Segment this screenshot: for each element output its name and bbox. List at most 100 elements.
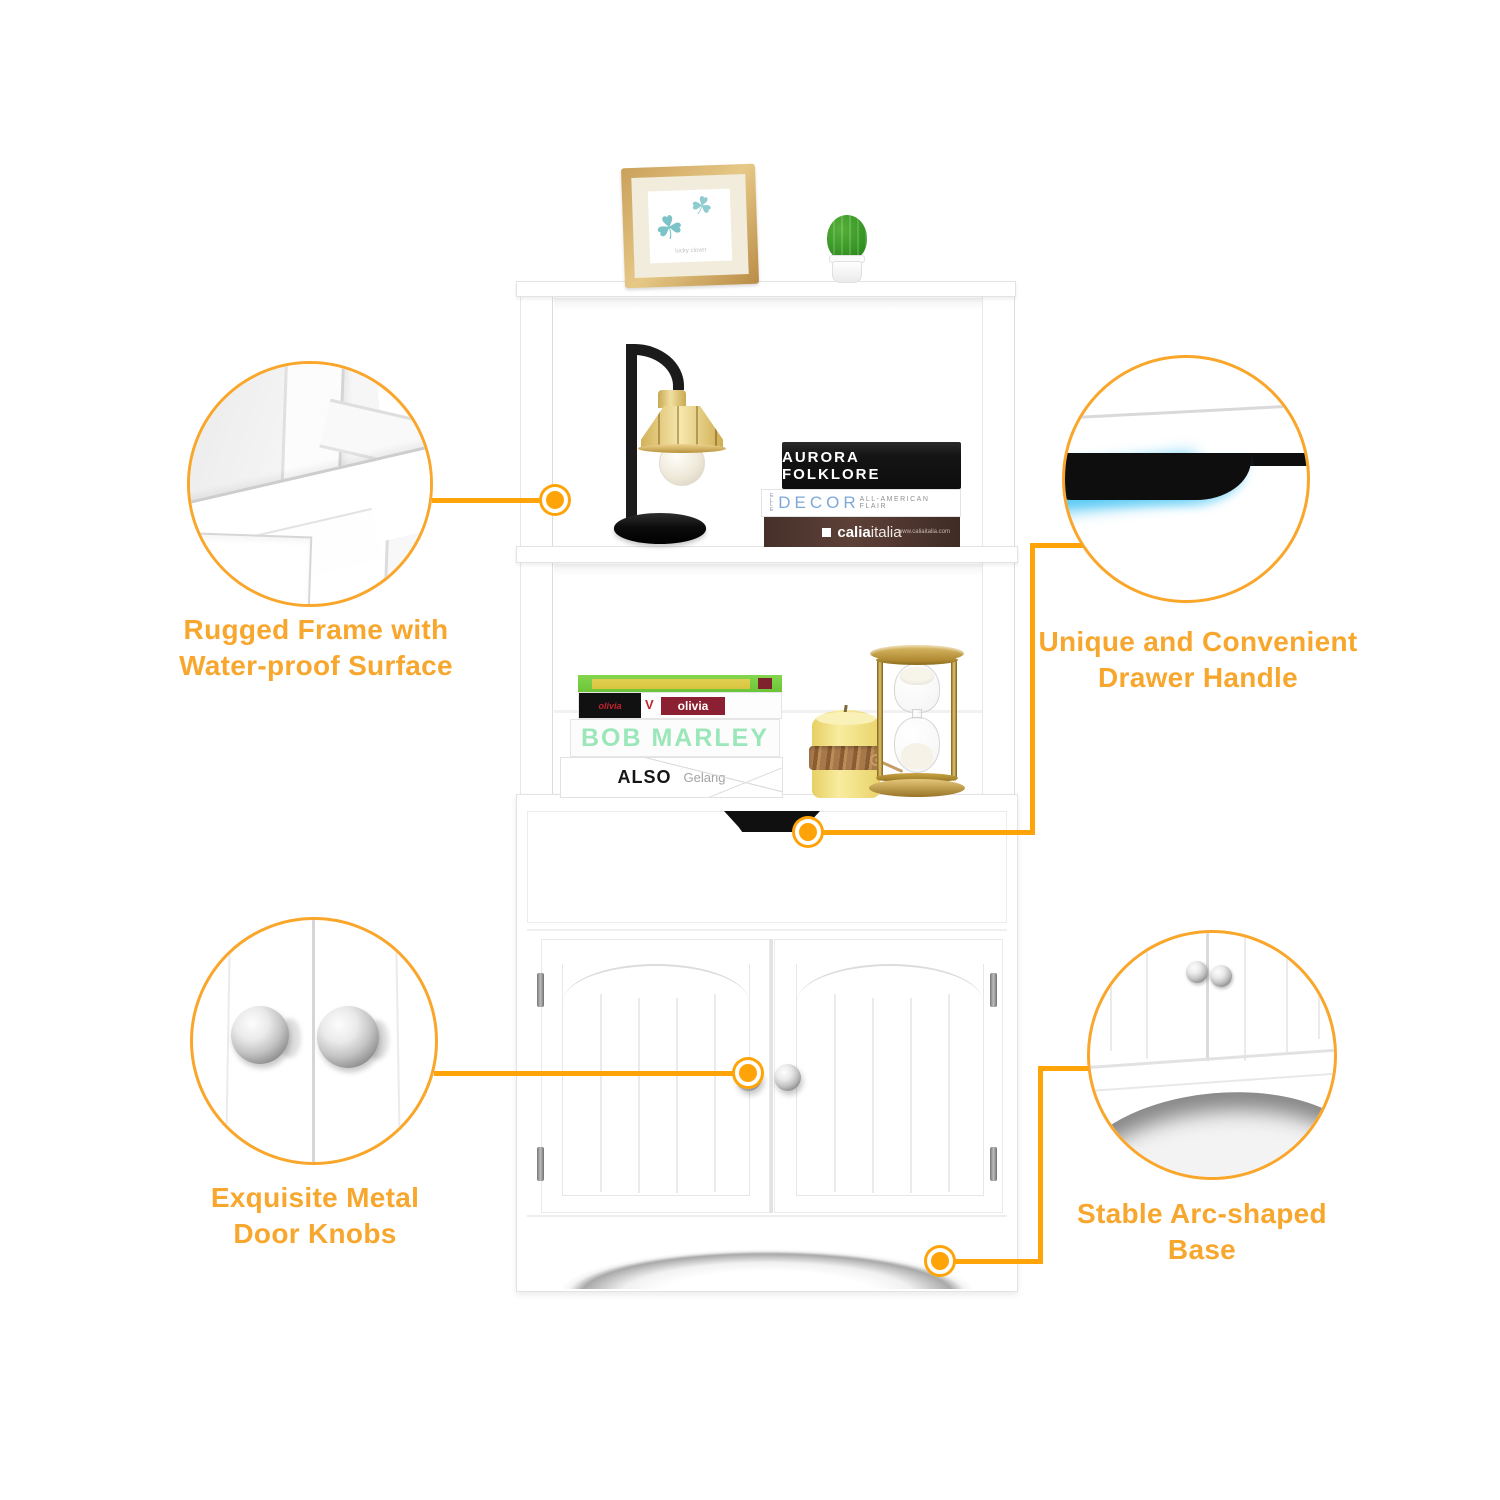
- door-left-arch: [563, 964, 749, 1002]
- hinge-bottom-right: [990, 1147, 997, 1181]
- plinth-divider: [527, 1215, 1007, 1217]
- lamp-shade-rim: [638, 444, 726, 453]
- door-left-bead: [600, 994, 602, 1192]
- book-olivia-logo: olivia: [598, 700, 622, 711]
- callout-circle-door-knobs: [190, 917, 438, 1165]
- candle: [809, 704, 904, 798]
- book-decor-title: DECOR: [778, 493, 860, 512]
- door-left-bead: [676, 998, 678, 1193]
- connector-top-right-h1: [808, 830, 1035, 835]
- candle-top: [816, 712, 876, 725]
- hinge-top-left: [537, 973, 544, 1007]
- hourglass-pillar-right: [951, 659, 957, 781]
- detail-bead-right: [394, 920, 402, 1162]
- connector-top-left: [432, 498, 555, 503]
- drawer-divider: [527, 929, 1007, 931]
- label-line: Base: [1167, 1234, 1237, 1265]
- connector-top-right-v: [1030, 543, 1035, 835]
- door-left-bead: [638, 998, 640, 1193]
- book-olivia-label: olivia: [677, 699, 709, 713]
- cactus-ribs: [827, 215, 867, 261]
- book-elle-decor: ELLE DECOR ALL-AMERICAN FLAIR: [761, 489, 961, 517]
- detail-door-gap: [1206, 933, 1209, 1061]
- connector-dot-bottom-left: [735, 1060, 761, 1086]
- book-calia-square: [822, 527, 832, 537]
- detail-knob-left: [231, 1006, 289, 1064]
- connector-bottom-left: [434, 1071, 748, 1076]
- label-line: Unique and Convenient: [1038, 626, 1358, 657]
- detail-bead: [1110, 933, 1112, 1051]
- door-left-panel: [562, 964, 750, 1196]
- book-olivia-label-box: olivia: [661, 697, 725, 715]
- callout-circle-arc-base: [1087, 930, 1337, 1180]
- label-line: Water-proof Surface: [179, 650, 453, 681]
- detail-drawer-corner: [190, 531, 313, 604]
- lamp-base: [614, 513, 706, 544]
- lamp-shade-neck: [658, 390, 686, 408]
- book-calia-light: italia: [870, 523, 902, 541]
- hutch2-side-right: [982, 563, 1015, 796]
- book-olivia-spine: olivia V olivia: [578, 692, 782, 719]
- door-right-bead: [834, 994, 836, 1192]
- connector-top-right-h2: [1035, 543, 1083, 548]
- door-knob-right: [774, 1064, 801, 1091]
- detail-knob-right: [317, 1006, 379, 1068]
- book-olivia-mark: V: [645, 697, 654, 712]
- door-right-bead: [872, 998, 874, 1193]
- book-bob-marley: BOB MARLEY: [570, 719, 780, 757]
- hinge-bottom-left: [537, 1147, 544, 1181]
- book-aurora-title: AURORA FOLKLORE: [782, 448, 881, 483]
- clover-icon: ☘: [651, 206, 688, 249]
- callout-circle-frame-surface: [187, 361, 433, 607]
- connector-bottom-right-v: [1038, 1066, 1043, 1264]
- connector-dot-bottom-right: [927, 1248, 953, 1274]
- label-line: Door Knobs: [233, 1218, 397, 1249]
- book-also-gelang: ALSO Gelang: [560, 757, 783, 798]
- table-lamp-arm: [626, 344, 684, 390]
- detail-bead-left: [224, 920, 232, 1162]
- book-decor-brand: ELLE: [770, 493, 774, 513]
- cabinet-middle-shelf: [516, 546, 1018, 563]
- book-caliaitalia: calia italia www.caliaitalia.com: [764, 517, 960, 547]
- connector-bottom-right-h2: [1043, 1066, 1090, 1071]
- door-left-bead: [714, 994, 716, 1192]
- hinge-top-right: [990, 973, 997, 1007]
- connector-dot-top-left: [542, 487, 568, 513]
- book-olivia: olivia V olivia: [578, 675, 782, 719]
- door-right-bead: [948, 994, 950, 1192]
- detail-door-gap: [312, 920, 315, 1162]
- book-olivia-logo-block: olivia: [579, 693, 641, 718]
- door-gap: [770, 939, 773, 1213]
- detail-arc-shadow: [1090, 1080, 1334, 1177]
- book-also-title: ALSO: [615, 767, 674, 788]
- hourglass-top-disc: [870, 645, 964, 662]
- cactus-plant: [827, 215, 867, 261]
- book-olivia-cover-tab: [758, 678, 772, 689]
- hourglass: [869, 645, 965, 797]
- label-line: Rugged Frame with: [183, 614, 449, 645]
- connector-bottom-right-h1: [940, 1259, 1043, 1264]
- hutch-inner-shadow-1: [554, 298, 982, 310]
- lamp-shade-cage: [641, 406, 723, 448]
- callout-label-drawer-handle: Unique and Convenient Drawer Handle: [968, 624, 1428, 696]
- detail-panel-edge: [1090, 1047, 1334, 1070]
- detail-bead: [1286, 933, 1288, 1053]
- detail-shelf-line: [1065, 402, 1307, 421]
- callout-label-door-knobs: Exquisite Metal Door Knobs: [85, 1180, 545, 1252]
- detail-plinth-line: [1090, 1071, 1334, 1093]
- detail-bead: [1244, 933, 1246, 1061]
- cabinet-body: [516, 794, 1018, 1292]
- hutch2-side-left: [520, 563, 553, 796]
- book-calia-bold: calia: [837, 523, 871, 541]
- hutch-side-right: [982, 297, 1015, 547]
- hutch-inner-shadow-2: [554, 564, 982, 576]
- book-aurora-folklore: AURORA FOLKLORE: [782, 442, 961, 489]
- hutch-side-left: [520, 297, 553, 547]
- hourglass-pillar-left: [877, 659, 883, 781]
- clover-icon: ☘: [686, 190, 717, 224]
- label-line: Drawer Handle: [1098, 662, 1298, 693]
- book-bob-title: BOB MARLEY: [580, 723, 770, 752]
- callout-label-frame-surface: Rugged Frame with Water-proof Surface: [86, 612, 546, 684]
- detail-handle-block: [1065, 453, 1251, 500]
